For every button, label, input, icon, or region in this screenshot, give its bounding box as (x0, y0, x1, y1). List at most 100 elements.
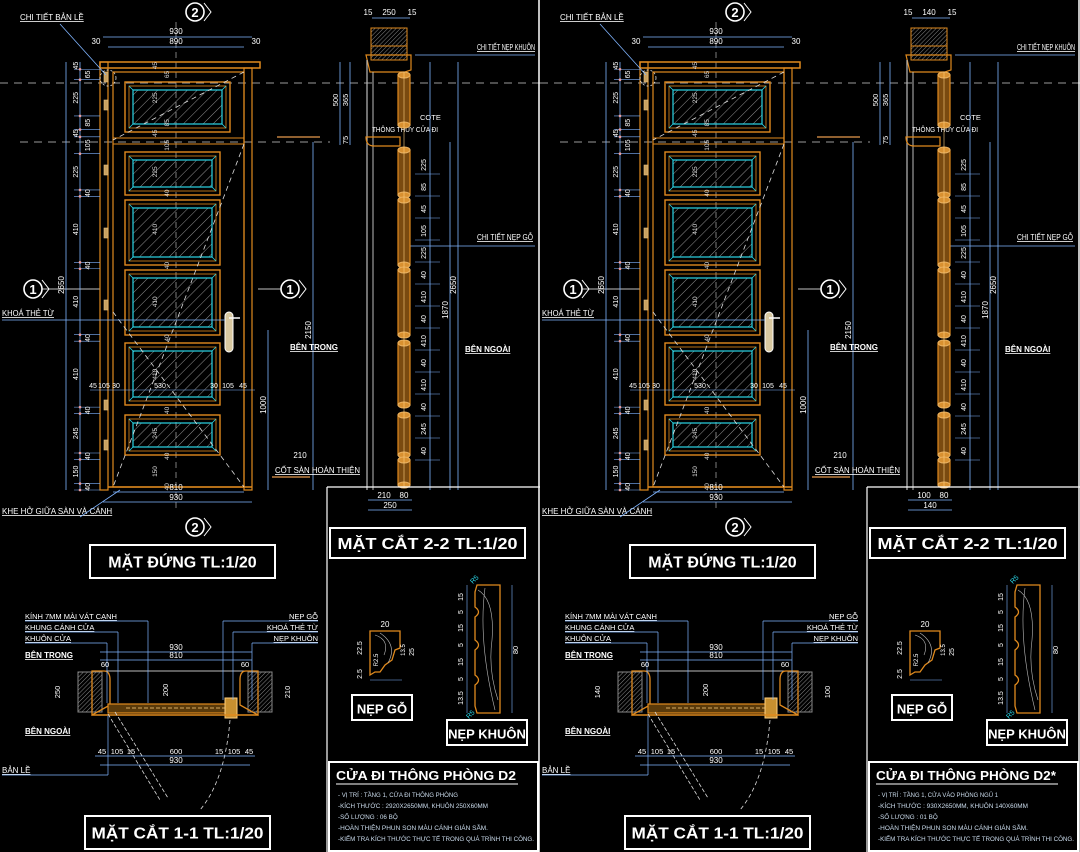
dimension-text: 60 (241, 660, 249, 669)
dimension-text: 40 (704, 262, 711, 270)
dimension-text: 2150 (304, 321, 313, 339)
dimension-text: 930 (709, 493, 723, 502)
dimension-text: 40 (961, 359, 968, 367)
callout-lock: KHOÁ THẺ TỪ (2, 309, 54, 318)
dimension-text: 15 (127, 747, 135, 756)
dimension-text: 105 (768, 747, 781, 756)
dimension-text: 80 (511, 646, 520, 654)
dimension-text: 225 (73, 166, 80, 178)
glass-pane (132, 350, 213, 398)
dimension-text: 15 (755, 747, 763, 756)
dimension-text: 810 (169, 483, 183, 492)
glass-panel (664, 342, 761, 406)
dimension-text: 2150 (844, 321, 853, 339)
door-info-box: CỬA ĐI THÔNG PHÒNG D2*- VỊ TRÍ : TẦNG 1,… (868, 761, 1079, 852)
dimension-tick (78, 78, 82, 81)
section-2-2-title: MẶT CẮT 2-2 TL:1/20 (329, 527, 526, 559)
dimension-text: 930 (169, 27, 183, 36)
drawing-line (128, 446, 134, 452)
callout-frame-trim-detail: CHI TIẾT NẸP KHUÔN (477, 42, 535, 52)
swing-leaf (647, 711, 709, 801)
dimension-text: 40 (85, 262, 92, 270)
dimension-tick (618, 333, 622, 337)
dimension-text: 65 (164, 70, 171, 78)
dimension-text: 410 (73, 368, 80, 380)
marker-number: 2 (191, 520, 198, 535)
title-frame (351, 694, 413, 721)
section-2-marker-top: 2 (725, 2, 752, 22)
dimension-text: 140 (922, 8, 936, 17)
dimension-text: 105 (638, 383, 650, 390)
dimension-text: 40 (85, 189, 92, 197)
glass-pane (672, 277, 753, 328)
dimension-text: 45 (73, 62, 80, 70)
dimension-text: 15 (364, 8, 373, 17)
glass-panel (124, 199, 221, 266)
dimension-text: 85 (961, 183, 968, 191)
drawing-line (128, 273, 134, 279)
marker-number: 2 (731, 5, 738, 20)
marker-pointer (298, 279, 307, 299)
swing-line (652, 311, 785, 488)
dimension-tick (618, 412, 622, 415)
dimension-text: 225 (961, 247, 968, 259)
dimension-text: R5 (469, 574, 480, 585)
dimension-tick (618, 67, 622, 71)
dimension-text: 30 (792, 37, 801, 46)
dimension-text: 45 (152, 62, 159, 70)
door-jamb-left (99, 61, 109, 491)
dimension-text: 15 (998, 658, 1005, 666)
door-handle (224, 311, 234, 353)
info-line: -SỐ LƯỢNG : 01 BỘ (878, 811, 938, 821)
drawing-line (668, 446, 674, 452)
dimension-text: 85 (85, 119, 92, 127)
dimension-text: 250 (382, 8, 396, 17)
dimension-text: 410 (692, 224, 699, 235)
dimension-text: 30 (252, 37, 261, 46)
wall-left (77, 671, 103, 713)
frame-left (91, 670, 111, 717)
dimension-tick (618, 339, 622, 343)
title-frame (84, 815, 271, 850)
drawing-line (221, 123, 227, 129)
dimension-text: 100 (823, 686, 832, 699)
dimension-text: 600 (170, 747, 183, 756)
dimension-text: 40 (625, 262, 632, 270)
section-1-marker-right: 1 (820, 279, 847, 299)
dimension-text: 45 (613, 62, 620, 70)
door-leaf-section (647, 703, 771, 714)
glass-pane (132, 159, 213, 188)
dimension-text: 410 (961, 379, 968, 391)
dimension-text: 930 (709, 756, 723, 765)
label-wood_trim: NẸP GỖ (829, 612, 858, 621)
drawing-line (668, 326, 674, 332)
dimension-text: 40 (704, 406, 711, 414)
dimension-text: 13.5 (401, 644, 407, 656)
wall-right (247, 671, 273, 713)
dimension-text: 245 (421, 423, 428, 435)
hinge (103, 299, 109, 311)
leader-line (599, 23, 647, 76)
dimension-text: 40 (704, 189, 711, 197)
dimension-text: 40 (421, 315, 428, 323)
drawing-line (668, 418, 674, 424)
dimension-text: 85 (421, 183, 428, 191)
panel-frame (124, 151, 221, 196)
dimension-tick (618, 78, 622, 81)
title-text: MẶT CẮT 1-1 TL:1/20 (632, 824, 804, 843)
dimension-text: 65 (85, 70, 92, 78)
wood-grain (374, 632, 392, 664)
panel-bead (128, 418, 217, 452)
dimension-text: 60 (641, 660, 649, 669)
dimension-text: 45 (239, 383, 247, 390)
dimension-tick (618, 152, 622, 156)
dimension-text: 1870 (981, 301, 990, 319)
drawing-line (751, 203, 757, 209)
dimension-tick (78, 188, 82, 192)
dimension-text: 810 (169, 651, 183, 660)
drawing-line (668, 273, 674, 279)
dimension-tick (78, 267, 82, 271)
drawing-line (211, 203, 217, 209)
hinge (643, 399, 649, 411)
